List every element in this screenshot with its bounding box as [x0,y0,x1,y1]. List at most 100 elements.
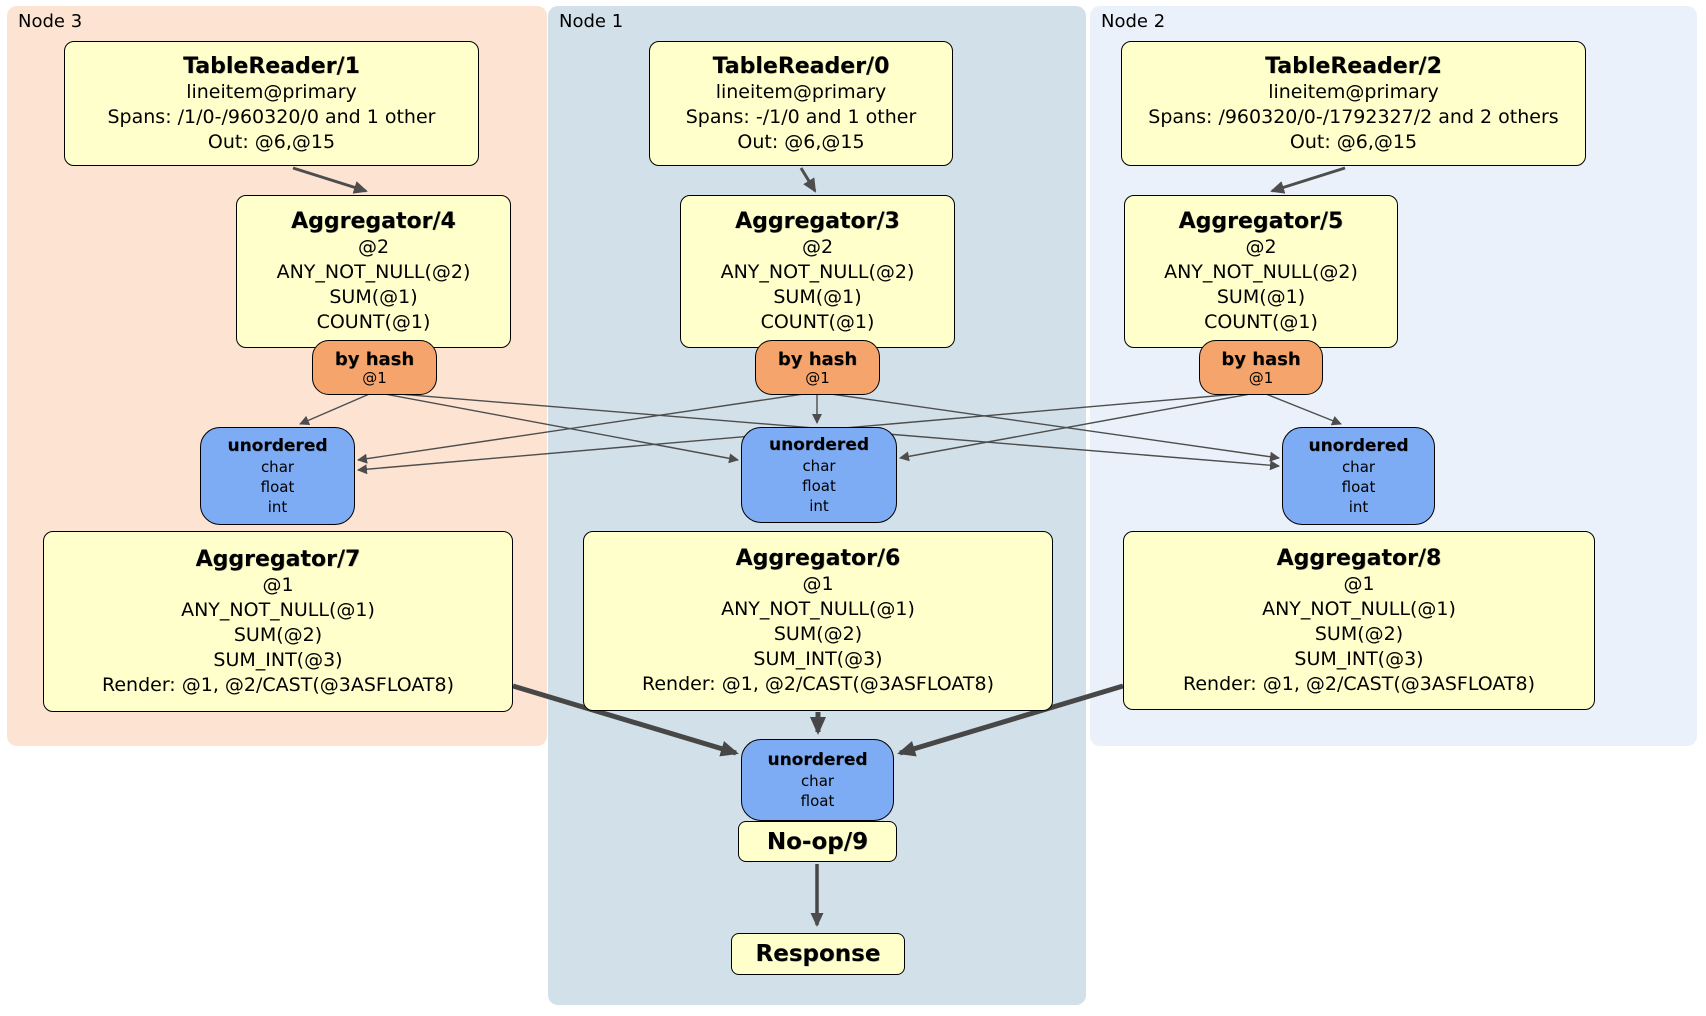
processor-aggregator-3: Aggregator/3 @2 ANY_NOT_NULL(@2) SUM(@1)… [680,195,955,348]
processor-aggregator-8: Aggregator/8 @1 ANY_NOT_NULL(@1) SUM(@2)… [1123,531,1595,710]
processor-detail: ANY_NOT_NULL(@1) [181,598,375,621]
processor-detail: SUM(@2) [233,623,323,646]
processor-detail: SUM(@2) [1314,622,1404,645]
edge-tr1-agg4 [292,166,368,194]
processor-detail: ANY_NOT_NULL(@1) [1262,597,1456,620]
processor-title: Aggregator/8 [1276,545,1442,571]
processor-detail: SUM(@2) [773,623,863,645]
router-title: by hash [1221,348,1301,370]
processor-detail: @2 [801,236,834,258]
processor-detail: ANY_NOT_NULL(@1) [721,598,915,620]
processor-aggregator-5: Aggregator/5 @2 ANY_NOT_NULL(@2) SUM(@1)… [1124,195,1398,348]
processor-aggregator-6: Aggregator/6 @1 ANY_NOT_NULL(@1) SUM(@2)… [583,531,1053,711]
processor-detail: SUM_INT(@3) [753,648,883,670]
processor-title: Response [755,941,881,967]
sync-column: int [1348,498,1369,516]
processor-detail: SUM_INT(@3) [1294,647,1424,670]
processor-detail: SUM(@1) [773,286,862,308]
processor-noop-9: No-op/9 [738,821,897,862]
sync-title: unordered [768,435,870,455]
processor-response: Response [731,933,905,975]
processor-detail: SUM_INT(@3) [213,648,343,671]
sync-column: int [267,498,288,516]
node-1-label: Node 1 [559,11,624,32]
processor-detail: Spans: /1/0-/960320/0 and 1 other [107,105,436,128]
router-by-hash-node3: by hash @1 [312,340,437,395]
processor-detail: ANY_NOT_NULL(@2) [276,261,471,283]
processor-detail: @1 [802,573,834,595]
edge-hash1-un2 [816,391,1280,462]
processor-title: Aggregator/5 [1178,209,1344,234]
sync-title: unordered [227,436,328,456]
processor-detail: Spans: /960320/0-/1792327/2 and 2 others [1148,105,1559,128]
sync-column: char [800,772,835,790]
processor-detail: SUM(@1) [1216,286,1306,308]
processor-title: Aggregator/4 [291,209,456,234]
processor-title: No-op/9 [766,828,869,855]
router-title: by hash [777,348,858,370]
sync-unordered-final: unordered char float [741,739,894,821]
processor-detail: COUNT(@1) [316,311,431,333]
sync-unordered-node3: unordered char float int [200,427,355,525]
processor-tablereader-1: TableReader/1 lineitem@primary Spans: /1… [64,41,479,166]
edge-hash3-un1 [373,391,739,464]
edge-agg7-unfinal [512,683,739,757]
processor-detail: @1 [262,573,294,596]
edge-tr0-agg3 [799,167,817,193]
processor-title: Aggregator/7 [195,546,361,572]
processor-detail: lineitem@primary [1268,80,1439,103]
sync-column: float [800,792,835,810]
sync-column: char [802,457,836,475]
router-by-hash-node2: by hash @1 [1199,340,1323,395]
processor-detail: lineitem@primary [186,80,357,103]
router-by-hash-node1: by hash @1 [755,340,880,395]
processor-detail: @2 [1245,236,1277,258]
node-3-label: Node 3 [18,11,83,32]
edge-hash2-un2 [1260,391,1342,426]
edge-tr2-agg5 [1270,166,1346,194]
sync-column: int [809,497,829,515]
sync-column: float [260,478,295,496]
processor-detail: Spans: -/1/0 and 1 other [685,105,917,128]
sync-column: char [1341,458,1376,476]
sync-unordered-node2: unordered char float int [1282,427,1435,525]
processor-tablereader-0: TableReader/0 lineitem@primary Spans: -/… [649,41,953,166]
sync-column: float [802,477,836,495]
router-title: by hash [334,348,415,370]
processor-title: TableReader/1 [183,53,360,79]
processor-detail: lineitem@primary [715,80,887,103]
edge-hash1-un3 [357,391,818,464]
sync-title: unordered [1308,436,1409,456]
processor-title: TableReader/2 [1265,53,1442,79]
edge-hash3-un3 [299,391,375,426]
node-2-label: Node 2 [1101,11,1166,32]
processor-title: Aggregator/3 [735,209,900,234]
sync-column: float [1341,478,1376,496]
processor-detail: ANY_NOT_NULL(@2) [720,261,915,283]
sync-unordered-node1: unordered char float int [741,427,897,523]
edge-agg8-unfinal [897,683,1124,757]
processor-detail: Out: @6,@15 [207,130,336,153]
processor-detail: @2 [357,236,390,258]
processor-detail: @1 [1343,572,1375,595]
sync-column: char [260,458,295,476]
processor-detail: Render: @1, @2/CAST(@3ASFLOAT8) [642,673,994,695]
processor-aggregator-7: Aggregator/7 @1 ANY_NOT_NULL(@1) SUM(@2)… [43,531,513,712]
processor-detail: ANY_NOT_NULL(@2) [1164,261,1358,283]
processor-detail: Out: @6,@15 [1289,130,1418,153]
processor-detail: SUM(@1) [329,286,418,308]
processor-detail: Render: @1, @2/CAST(@3ASFLOAT8) [102,673,454,696]
processor-tablereader-2: TableReader/2 lineitem@primary Spans: /9… [1121,41,1586,166]
router-detail: @1 [362,368,387,387]
router-detail: @1 [805,368,830,387]
processor-title: Aggregator/6 [735,546,901,571]
processor-detail: Out: @6,@15 [737,130,865,153]
processor-detail: COUNT(@1) [1204,311,1318,333]
processor-title: TableReader/0 [712,53,890,79]
processor-aggregator-4: Aggregator/4 @2 ANY_NOT_NULL(@2) SUM(@1)… [236,195,511,348]
sync-title: unordered [767,750,868,770]
router-detail: @1 [1248,368,1274,387]
processor-detail: Render: @1, @2/CAST(@3ASFLOAT8) [1183,672,1535,695]
